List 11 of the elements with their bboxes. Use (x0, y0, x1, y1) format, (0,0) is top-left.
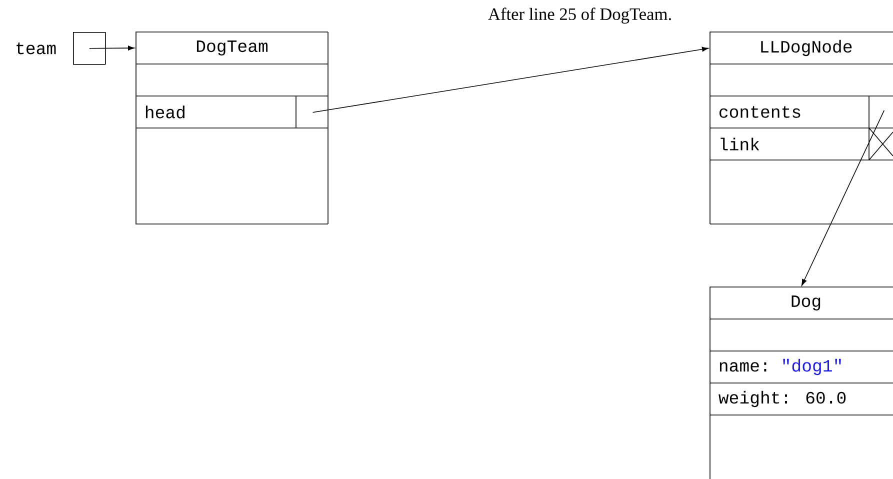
title: After line 25 of DogTeam. (488, 8, 671, 24)
arrow (801, 110, 885, 286)
field-row: weight: 60.0 (718, 390, 846, 408)
variable-name: team (16, 42, 56, 54)
arrow (312, 46, 709, 113)
field-row: contents (720, 96, 870, 128)
variable-box (73, 32, 106, 65)
field-row: head (146, 96, 296, 128)
field-row: link (720, 138, 760, 150)
field-row: name: "dog1" (720, 358, 841, 376)
arrow (89, 46, 135, 50)
